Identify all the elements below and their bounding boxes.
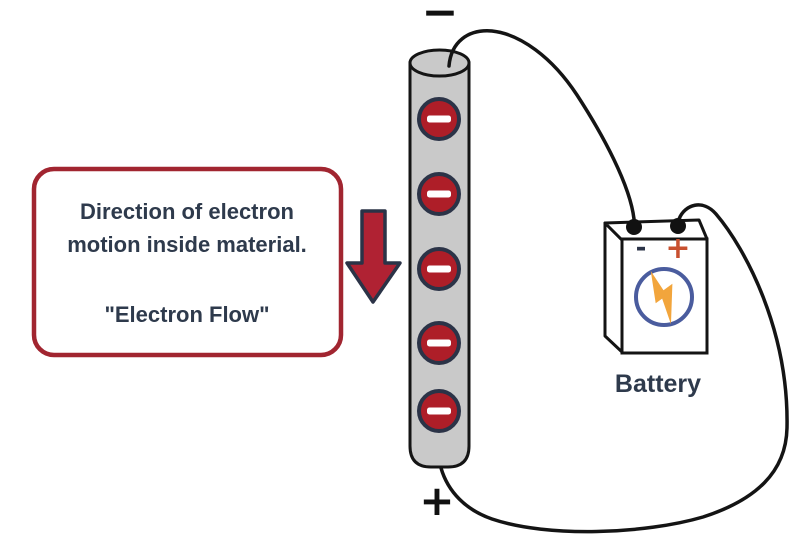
battery-side-face bbox=[603, 221, 624, 354]
battery-positive-label: + bbox=[665, 231, 690, 266]
battery: - + Battery bbox=[603, 218, 709, 398]
minus-icon bbox=[427, 339, 451, 347]
callout-line-3: "Electron Flow" bbox=[104, 302, 269, 327]
battery-negative-label: - bbox=[636, 233, 647, 263]
callout-box: Direction of electron motion inside mate… bbox=[31, 166, 344, 358]
battery-positive-terminal bbox=[670, 218, 686, 234]
electron bbox=[417, 247, 461, 291]
battery-top-face bbox=[603, 218, 709, 242]
battery-negative-terminal bbox=[626, 219, 642, 235]
wire-positive bbox=[439, 203, 789, 534]
wire-negative bbox=[447, 29, 636, 221]
electron bbox=[417, 172, 461, 216]
conductor-negative-terminal-label: − bbox=[422, 0, 459, 38]
lightning-bolt-icon bbox=[650, 270, 673, 325]
callout-line-2: motion inside material. bbox=[67, 232, 307, 257]
electron-flow-arrow-icon bbox=[345, 209, 402, 304]
callout-line-1: Direction of electron bbox=[80, 199, 294, 224]
electron bbox=[417, 321, 461, 365]
battery-label: Battery bbox=[615, 370, 701, 398]
conductor-top-cap bbox=[408, 48, 471, 78]
minus-icon bbox=[427, 190, 451, 198]
conductor-positive-terminal-label: + bbox=[419, 476, 454, 525]
electron bbox=[417, 389, 461, 433]
minus-icon bbox=[427, 407, 451, 415]
minus-icon bbox=[427, 265, 451, 273]
callout-border bbox=[31, 166, 344, 358]
electron bbox=[417, 97, 461, 141]
minus-icon bbox=[427, 115, 451, 123]
